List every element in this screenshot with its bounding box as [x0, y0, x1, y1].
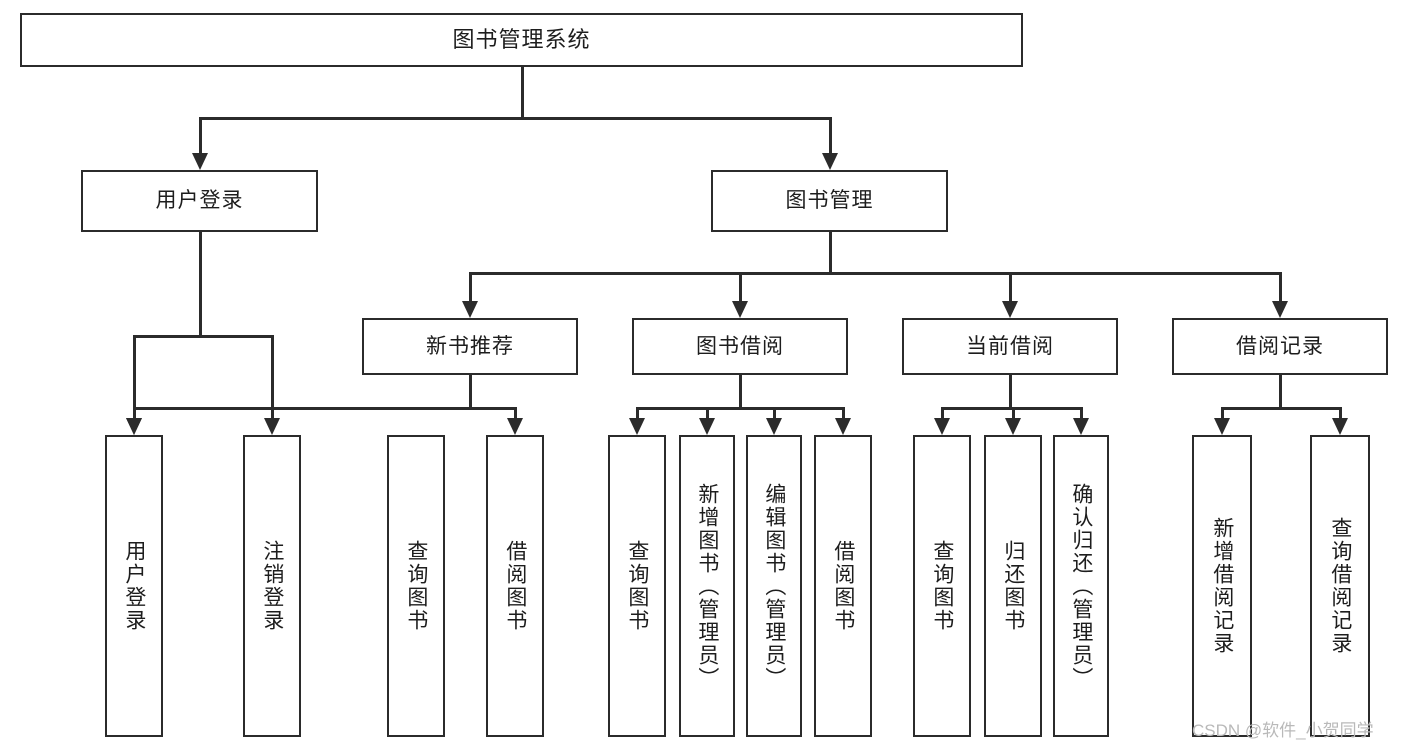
login-stem	[199, 232, 202, 335]
node-leaf-0[interactable]: 用户登录	[105, 435, 163, 737]
arrowhead-icon	[822, 153, 838, 170]
arrowhead-icon	[732, 301, 748, 318]
node-label: 图书管理系统	[452, 26, 591, 52]
arrowhead-icon	[264, 418, 280, 435]
group-stem-0	[469, 375, 472, 407]
group-bus-0	[133, 407, 514, 410]
arrowhead-icon	[1002, 301, 1018, 318]
node-label: 借阅图书	[831, 540, 855, 632]
node-leaf-11[interactable]: 新增借阅记录	[1192, 435, 1252, 737]
level1-bus	[199, 117, 829, 120]
node-label: 查询借阅记录	[1328, 517, 1352, 655]
group-drop-0-0	[133, 407, 136, 418]
arrowhead-icon	[1332, 418, 1348, 435]
node-level3-1[interactable]: 图书借阅	[632, 318, 848, 375]
node-label: 注销登录	[260, 540, 284, 632]
mgmt-stem	[829, 232, 832, 272]
arrowhead-icon	[1073, 418, 1089, 435]
group-drop-3-0	[1221, 407, 1224, 418]
node-label: 新书推荐	[426, 334, 514, 358]
node-label: 查询图书	[404, 540, 428, 632]
mgmt-bus	[469, 272, 1279, 275]
node-label: 借阅记录	[1236, 334, 1324, 358]
node-leaf-8[interactable]: 查询图书	[913, 435, 971, 737]
node-level2-0[interactable]: 用户登录	[81, 170, 318, 232]
node-level3-3[interactable]: 借阅记录	[1172, 318, 1388, 375]
mgmt-drop-3	[1279, 272, 1282, 301]
login-drop-1	[271, 335, 274, 418]
login-bus	[133, 335, 271, 338]
group-bus-3	[1221, 407, 1339, 410]
node-label: 用户登录	[155, 189, 244, 213]
group-drop-1-0	[636, 407, 639, 418]
level1-drop-0	[199, 117, 202, 153]
group-stem-2	[1009, 375, 1012, 407]
node-leaf-3[interactable]: 借阅图书	[486, 435, 544, 737]
group-bus-2	[941, 407, 1080, 410]
group-drop-1-2	[773, 407, 776, 418]
group-drop-2-2	[1080, 407, 1083, 418]
arrowhead-icon	[1005, 418, 1021, 435]
node-label: 确认归还（管理员）	[1069, 482, 1093, 690]
group-stem-1	[739, 375, 742, 407]
node-leaf-1[interactable]: 注销登录	[243, 435, 301, 737]
node-label: 归还图书	[1001, 540, 1025, 632]
level1-drop-1	[829, 117, 832, 153]
node-label: 用户登录	[122, 540, 146, 632]
group-drop-0-1	[514, 407, 517, 418]
node-leaf-7[interactable]: 借阅图书	[814, 435, 872, 737]
node-label: 查询图书	[930, 540, 954, 632]
group-drop-3-1	[1339, 407, 1342, 418]
login-drop-0	[133, 335, 136, 418]
node-leaf-12[interactable]: 查询借阅记录	[1310, 435, 1370, 737]
arrowhead-icon	[629, 418, 645, 435]
node-leaf-9[interactable]: 归还图书	[984, 435, 1042, 737]
node-leaf-2[interactable]: 查询图书	[387, 435, 445, 737]
node-level3-2[interactable]: 当前借阅	[902, 318, 1118, 375]
group-drop-1-1	[706, 407, 709, 418]
arrowhead-icon	[766, 418, 782, 435]
group-drop-1-3	[842, 407, 845, 418]
group-bus-1	[636, 407, 842, 410]
root-stem	[521, 67, 524, 117]
node-label: 借阅图书	[503, 540, 527, 632]
node-leaf-4[interactable]: 查询图书	[608, 435, 666, 737]
node-label: 编辑图书（管理员）	[762, 482, 786, 690]
arrowhead-icon	[1272, 301, 1288, 318]
mgmt-drop-2	[1009, 272, 1012, 301]
arrowhead-icon	[126, 418, 142, 435]
node-label: 当前借阅	[966, 334, 1054, 358]
mgmt-drop-1	[739, 272, 742, 301]
group-drop-2-0	[941, 407, 944, 418]
node-leaf-5[interactable]: 新增图书（管理员）	[679, 435, 735, 737]
node-label: 新增借阅记录	[1210, 517, 1234, 655]
group-stem-3	[1279, 375, 1282, 407]
node-label: 查询图书	[625, 540, 649, 632]
node-label: 图书借阅	[696, 334, 784, 358]
arrowhead-icon	[462, 301, 478, 318]
node-level3-0[interactable]: 新书推荐	[362, 318, 578, 375]
node-label: 新增图书（管理员）	[695, 482, 719, 690]
mgmt-drop-0	[469, 272, 472, 301]
arrowhead-icon	[1214, 418, 1230, 435]
arrowhead-icon	[699, 418, 715, 435]
arrowhead-icon	[192, 153, 208, 170]
node-root[interactable]: 图书管理系统	[20, 13, 1023, 67]
node-leaf-10[interactable]: 确认归还（管理员）	[1053, 435, 1109, 737]
node-level2-1[interactable]: 图书管理	[711, 170, 948, 232]
node-leaf-6[interactable]: 编辑图书（管理员）	[746, 435, 802, 737]
node-label: 图书管理	[785, 189, 874, 213]
arrowhead-icon	[835, 418, 851, 435]
group-drop-2-1	[1012, 407, 1015, 418]
arrowhead-icon	[507, 418, 523, 435]
arrowhead-icon	[934, 418, 950, 435]
